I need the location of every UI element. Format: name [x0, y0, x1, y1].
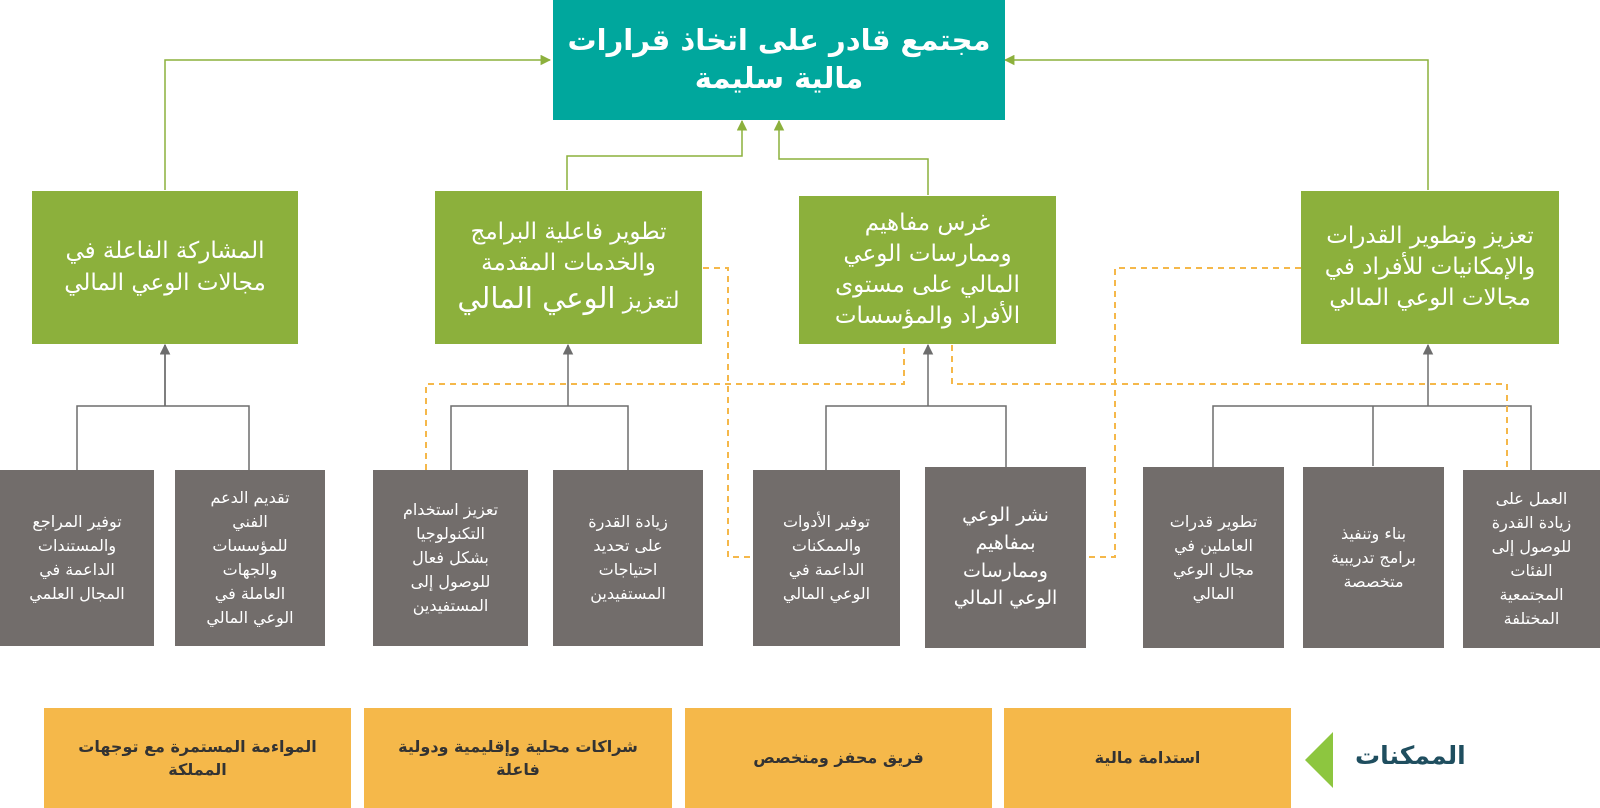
activity-needs-text: زيادة القدرة على تحديد احتياجات المستفيد…: [588, 512, 668, 603]
activity-training: بناء وتنفيذ برامج تدريبية متخصصة: [1303, 467, 1444, 648]
connector-group-concepts: [825, 405, 1007, 470]
activity-staff-text: تطوير قدرات العاملين في مجال الوعي المال…: [1169, 511, 1258, 603]
connector-programs-goal: [566, 119, 748, 190]
enabler-team-text: فريق محفز ومتخصص: [753, 748, 924, 768]
activity-spread-text: نشر الوعي بمفاهيم وممارسات الوعي المالي: [953, 504, 1058, 610]
objective-capabilities-text: تعزيز وتطوير القدرات والإمكانيات للأفراد…: [1324, 222, 1536, 312]
enablers-label: الممكنات: [1355, 741, 1466, 770]
enabler-team: فريق محفز ومتخصص: [685, 708, 992, 808]
connector-group-programs: [450, 405, 629, 470]
objective-programs-text: تطوير فاعلية البرامج والخدمات المقدمة لت…: [457, 218, 680, 315]
dashed-link-capabilities-spread: [1085, 267, 1301, 558]
objective-participation-text: المشاركة الفاعلة في مجالات الوعي المالي: [64, 238, 266, 296]
dashed-link-concepts-reach: [951, 345, 1508, 470]
enabler-partnerships-text: شراكات محلية وإقليمية ودولية فاعلة: [398, 736, 638, 779]
activity-technology: تعزيز استخدام التكنولوجيا بشكل فعال للوص…: [373, 470, 528, 646]
activity-reach-text: العمل على زيادة القدرة للوصول إلى الفئات…: [1491, 489, 1572, 628]
objective-concepts-text: غرس مفاهيم وممارسات الوعي المالي على مست…: [834, 209, 1021, 330]
activity-staff: تطوير قدرات العاملين في مجال الوعي المال…: [1143, 467, 1284, 648]
objective-concepts: غرس مفاهيم وممارسات الوعي المالي على مست…: [799, 196, 1056, 344]
activity-spread: نشر الوعي بمفاهيم وممارسات الوعي المالي: [925, 467, 1086, 648]
enabler-partnerships: شراكات محلية وإقليمية ودولية فاعلة: [364, 708, 672, 808]
activity-tools: توفير الأدوات والممكنات الداعمة في الوعي…: [753, 470, 900, 646]
activity-references: توفير المراجع والمستندات الداعمة في المج…: [0, 470, 154, 646]
activity-tools-text: توفير الأدوات والممكنات الداعمة في الوعي…: [782, 512, 871, 603]
connector-group-participation: [76, 345, 250, 470]
connector-capabilities-goal: [1003, 54, 1429, 190]
enabler-alignment: المواءمة المستمرة مع توجهات المملكة: [44, 708, 351, 808]
enablers-arrow-icon: [1305, 732, 1333, 788]
objective-programs-emphasis: الوعي المالي: [457, 280, 616, 315]
objective-capabilities: تعزيز وتطوير القدرات والإمكانيات للأفراد…: [1301, 191, 1559, 344]
activity-technology-text: تعزيز استخدام التكنولوجيا بشكل فعال للوص…: [402, 500, 499, 615]
connector-concepts-goal: [773, 119, 929, 195]
connector-participation-goal: [164, 54, 552, 190]
activity-support-text: تقديم الدعم الفني للمؤسسات والجهات العام…: [206, 488, 294, 627]
connector-group-capabilities: [1212, 405, 1532, 470]
objective-participation: المشاركة الفاعلة في مجالات الوعي المالي: [32, 191, 298, 344]
goal-box: مجتمع قادر على اتخاذ قرارات مالية سليمة: [553, 0, 1005, 120]
enabler-alignment-text: المواءمة المستمرة مع توجهات المملكة: [78, 736, 317, 779]
enabler-sustainability: استدامة مالية: [1004, 708, 1291, 808]
activity-training-text: بناء وتنفيذ برامج تدريبية متخصصة: [1331, 523, 1416, 591]
dashed-link-programs-tools: [703, 267, 753, 558]
dashed-link-technology-concepts: [425, 345, 905, 470]
activity-support: تقديم الدعم الفني للمؤسسات والجهات العام…: [175, 470, 325, 646]
goal-text: مجتمع قادر على اتخاذ قرارات مالية سليمة: [567, 23, 991, 95]
activity-reach: العمل على زيادة القدرة للوصول إلى الفئات…: [1463, 470, 1600, 648]
activity-references-text: توفير المراجع والمستندات الداعمة في المج…: [29, 512, 125, 603]
objective-programs: تطوير فاعلية البرامج والخدمات المقدمة لت…: [435, 191, 702, 344]
enabler-sustainability-text: استدامة مالية: [1094, 748, 1201, 768]
activity-needs: زيادة القدرة على تحديد احتياجات المستفيد…: [553, 470, 703, 646]
